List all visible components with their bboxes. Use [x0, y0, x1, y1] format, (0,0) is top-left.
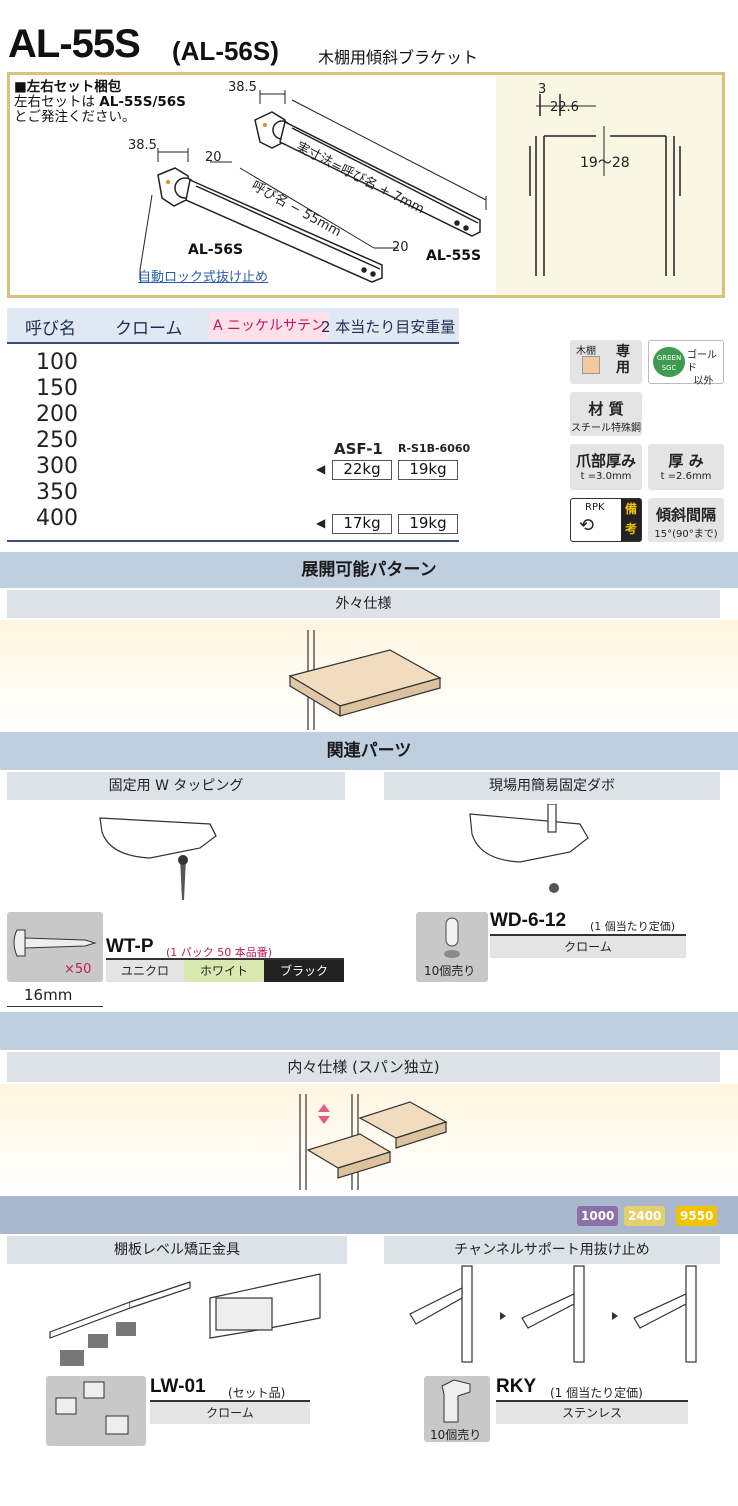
- wtp-length: 16mm: [24, 986, 73, 1004]
- rpk-icon: ⟲: [579, 515, 595, 536]
- wtp-note: (1 パック 50 本品番): [166, 946, 273, 959]
- set-note-models: AL-55S/56S: [99, 94, 186, 110]
- claw-thickness-badge: 爪部厚み t =3.0mm: [570, 444, 642, 490]
- col-size: 呼び名: [25, 319, 76, 339]
- load-300-asf: 22kg: [332, 460, 392, 480]
- channel-stop-title: チャンネルサポート用抜け止め: [384, 1236, 720, 1264]
- col-load: 2 本当たり目安重量: [321, 318, 456, 336]
- outer-spec-title: 外々仕様: [7, 590, 720, 618]
- pattern-section-title: 展開可能パターン: [0, 552, 738, 588]
- size-row: 200: [36, 402, 78, 427]
- wtp-qty: ×50: [64, 962, 92, 977]
- inner-spec-title: 内々仕様 (スパン独立): [7, 1052, 720, 1082]
- tag-9550: 9550: [676, 1206, 718, 1226]
- set-note-line2: とご発注ください。: [14, 109, 136, 125]
- finish-black: ブラック: [264, 960, 344, 982]
- wtp-name: WT-P: [106, 936, 154, 957]
- dim-38-5-lower: 38.5: [128, 138, 157, 153]
- wd-sold-by: 10個売り: [424, 964, 476, 978]
- lw-finish: クローム: [150, 1402, 310, 1424]
- product-model: AL-55S: [8, 22, 141, 66]
- size-row: 150: [36, 376, 78, 401]
- load-300-rs: 19kg: [398, 460, 458, 480]
- product-model-alt: (AL-56S): [172, 36, 279, 66]
- rs-label: R-S1B-6060: [398, 442, 471, 455]
- tag-1000: 1000: [577, 1206, 619, 1226]
- set-note: ■左右セット梱包 左右セットは AL-55S/56S とご発注ください。: [14, 80, 186, 125]
- load-400-asf: 17kg: [332, 514, 392, 534]
- set-note-line1: 左右セットは: [14, 94, 95, 110]
- wd-finish: クローム: [490, 936, 686, 958]
- channel-stop-illustration: [409, 1265, 697, 1363]
- dim-38-5-upper: 38.5: [228, 80, 257, 95]
- wd-note: (1 個当たり定価): [590, 920, 676, 933]
- wtp-photo: [7, 912, 103, 982]
- rky-finish: ステンレス: [496, 1402, 688, 1424]
- label-al56s: AL-56S: [188, 242, 244, 258]
- inner-section-bar: [0, 1012, 738, 1050]
- size-row: 350: [36, 480, 78, 505]
- dim-20-left: 20: [205, 150, 222, 165]
- set-note-title: ■左右セット梱包: [14, 79, 122, 95]
- col-nickel: A ニッケルサテン: [209, 312, 330, 340]
- load-400-rs: 19kg: [398, 514, 458, 534]
- bracket-drawing: [139, 90, 487, 283]
- product-description: 木棚用傾斜ブラケット: [318, 48, 479, 67]
- col-chrome: クローム: [115, 319, 183, 339]
- rky-sold-by: 10個売り: [430, 1428, 482, 1442]
- dimension-lines: [139, 90, 487, 280]
- wd-photo: [416, 912, 488, 982]
- diagram-section-view: [496, 72, 725, 298]
- material-badge: 材 質 スチール特殊鋼: [570, 392, 642, 436]
- size-row: 250: [36, 428, 78, 453]
- size-list: 100 150 200 250 300 350 400: [36, 350, 78, 532]
- dim-range: 19〜28: [580, 155, 630, 171]
- size-row: 400: [36, 506, 78, 531]
- rky-photo: [424, 1376, 490, 1442]
- parts-section-title: 関連パーツ: [0, 732, 738, 770]
- size-row: 300: [36, 454, 78, 479]
- thickness-badge: 厚 み t =2.6mm: [648, 444, 724, 490]
- bracket-al56s-drawing: [157, 167, 383, 283]
- wood-swatch-icon: [582, 356, 600, 374]
- shelf-level-title: 棚板レベル矯正金具: [7, 1236, 347, 1264]
- screw-bracket-illustration: [99, 817, 217, 900]
- label-al55s: AL-55S: [426, 248, 482, 264]
- tilt-interval-badge: 傾斜間隔 15°(90°まで): [648, 498, 724, 542]
- rky-note: (1 個当たり定価): [550, 1386, 643, 1400]
- rky-name: RKY: [496, 1376, 537, 1397]
- section-view-drawing: [529, 94, 681, 276]
- spec-table-header: 呼び名 クローム A ニッケルサテン 2 本当たり目安重量: [7, 308, 459, 344]
- dim-22-6: 22.6: [550, 100, 579, 115]
- wood-only-badge: 木棚 専用: [570, 340, 642, 384]
- lock-marks: [166, 123, 267, 184]
- site-dowel-title: 現場用簡易固定ダボ: [384, 772, 720, 800]
- arrow-left-icon: ◀: [316, 462, 326, 476]
- asf-label: ASF-1: [334, 440, 383, 458]
- finish-white: ホワイト: [184, 960, 264, 982]
- fixing-screw-title: 固定用 W タッピング: [7, 772, 345, 800]
- arrow-left-icon: ◀: [316, 516, 326, 530]
- auto-lock-link[interactable]: 自動ロック式抜け止め: [138, 270, 269, 285]
- dim-3: 3: [538, 82, 547, 97]
- lw-name: LW-01: [150, 1376, 206, 1397]
- bracket-al55s-drawing: [254, 111, 481, 237]
- dowel-bracket-illustration: [469, 804, 589, 893]
- inner-spec-illustration: [299, 1094, 448, 1190]
- size-row: 100: [36, 350, 78, 375]
- tag-2400: 2400: [624, 1206, 666, 1226]
- inner-spec-area: [0, 1084, 738, 1190]
- lw-note: (セット品): [228, 1386, 286, 1400]
- level-fitting-illustration: [49, 1273, 321, 1366]
- finish-unichrome: ユニクロ: [106, 960, 184, 982]
- wd-name: WD-6-12: [490, 910, 567, 931]
- rpk-badge: RPK ⟲ 備考: [570, 498, 642, 542]
- outer-spec-illustration: [288, 630, 442, 730]
- lw-photo: [46, 1376, 146, 1446]
- dim-20-right: 20: [392, 240, 409, 255]
- table-bottom-line: [7, 540, 459, 542]
